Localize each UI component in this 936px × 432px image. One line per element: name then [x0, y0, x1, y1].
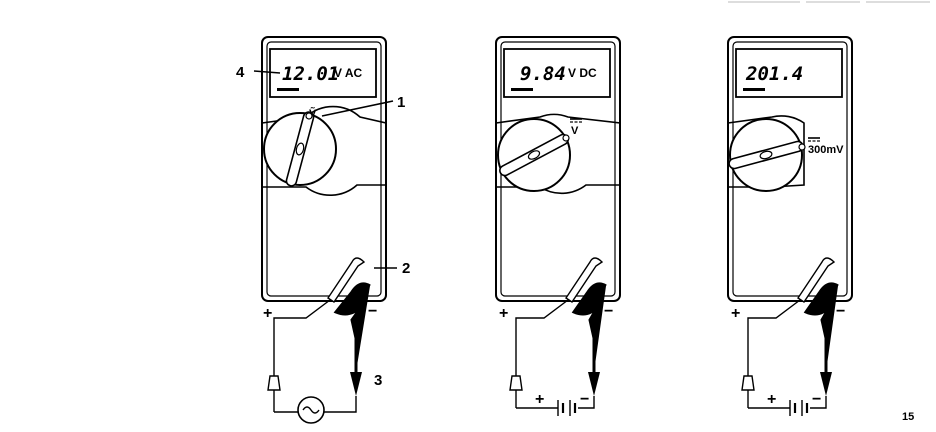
- battery-icon: [790, 400, 807, 416]
- mode-label: 300mV: [808, 144, 844, 156]
- callout-2: 2: [402, 260, 410, 277]
- page-number: 15: [902, 411, 914, 423]
- callout-1: 1: [397, 94, 405, 111]
- probe-negative-label-3: −: [836, 303, 845, 320]
- display-brand: [743, 88, 765, 91]
- probe-positive-label-2: +: [499, 305, 508, 322]
- battery-icon: [558, 400, 575, 416]
- probe-negative-label-1: −: [368, 303, 377, 320]
- display-unit: V AC: [334, 66, 363, 80]
- dial-pointer-dot: [799, 144, 805, 150]
- probe-negative-label-2: −: [604, 303, 613, 320]
- battery-plus-label-3: +: [767, 391, 776, 408]
- battery-minus-label-2: −: [580, 391, 589, 408]
- display-brand: [277, 88, 299, 91]
- positive-lead-wire: [274, 300, 330, 376]
- dial-pointer-dot: [563, 135, 569, 141]
- callout-4: 4: [236, 64, 245, 81]
- display-value: 12.01: [282, 63, 339, 85]
- meter-1: 12.01 V AC Ṽ: [262, 37, 386, 301]
- display-brand: [511, 88, 533, 91]
- negative-probe-tip: [350, 372, 362, 396]
- probe-positive-label-3: +: [731, 305, 740, 322]
- battery-minus-label-3: −: [812, 391, 821, 408]
- battery-plus-label-2: +: [535, 391, 544, 408]
- callout-3: 3: [374, 372, 382, 389]
- positive-probe-tip: [268, 376, 280, 412]
- display-unit: V DC: [568, 66, 597, 80]
- dial-pointer-dot: [306, 113, 312, 119]
- mode-label: V: [571, 125, 579, 137]
- probe-positive-label-1: +: [263, 305, 272, 322]
- display-value: 201.4: [745, 63, 803, 85]
- display-value: 9.84: [520, 63, 566, 85]
